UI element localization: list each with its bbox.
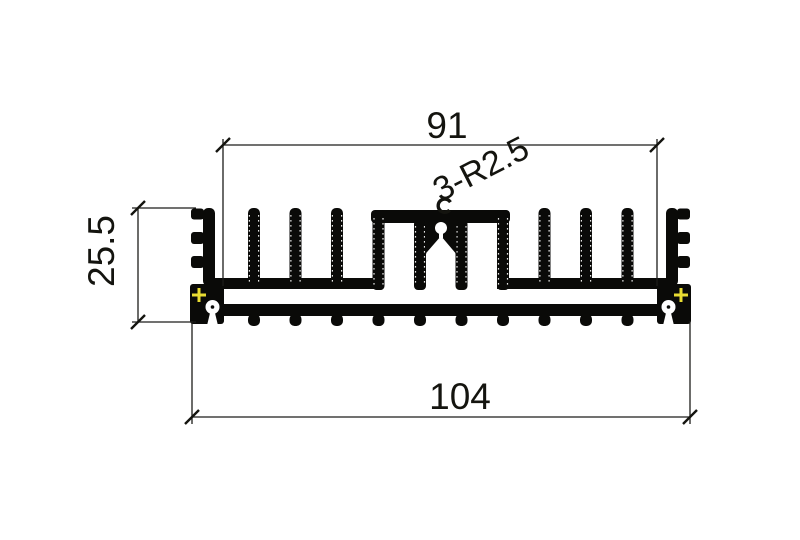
platform-wall-left xyxy=(372,210,385,290)
corner-slot-right xyxy=(663,313,674,326)
fin xyxy=(620,207,635,285)
central-platform xyxy=(371,210,510,291)
edge-tab xyxy=(677,208,690,220)
edge-tab xyxy=(191,256,204,268)
stub xyxy=(248,314,260,326)
stub xyxy=(289,314,302,326)
stub xyxy=(455,314,468,326)
dimension-height: 25.5 xyxy=(81,199,196,331)
fin xyxy=(330,207,344,285)
edge-tab xyxy=(191,232,204,244)
screw-slot-stem xyxy=(439,232,443,238)
platform-inner-fin-left xyxy=(414,220,426,290)
edge-tab xyxy=(677,232,690,244)
fin xyxy=(288,207,303,285)
dim-label-top-width: 91 xyxy=(426,105,467,146)
stub xyxy=(331,314,343,326)
center-hole xyxy=(435,222,447,234)
stub xyxy=(580,314,592,326)
stub xyxy=(621,314,634,326)
center-marker-right xyxy=(674,288,688,302)
lower-plate xyxy=(205,304,675,316)
fin xyxy=(247,207,261,285)
stub xyxy=(538,314,551,326)
corner-slot-left xyxy=(207,313,218,326)
dimension-top-width: 91 xyxy=(214,105,666,286)
center-marker-left xyxy=(192,288,206,302)
end-block-left xyxy=(190,208,224,326)
platform-inner-fin-right xyxy=(455,220,468,290)
dim-label-height: 25.5 xyxy=(81,215,122,287)
platform-wall-right xyxy=(497,210,509,290)
stub xyxy=(497,314,509,326)
stub xyxy=(372,314,385,326)
dim-label-overall-width: 104 xyxy=(429,376,491,417)
fin xyxy=(537,207,552,285)
dimension-overall-width: 104 xyxy=(183,321,699,426)
heatsink-profile xyxy=(190,207,691,326)
edge-tab xyxy=(677,256,690,268)
platform-top xyxy=(371,210,510,223)
edge-tab xyxy=(191,208,204,220)
end-block-right xyxy=(657,208,691,326)
stub xyxy=(414,314,426,326)
leader-arc xyxy=(436,197,452,214)
screw-channel xyxy=(426,236,456,291)
fin xyxy=(579,207,593,285)
